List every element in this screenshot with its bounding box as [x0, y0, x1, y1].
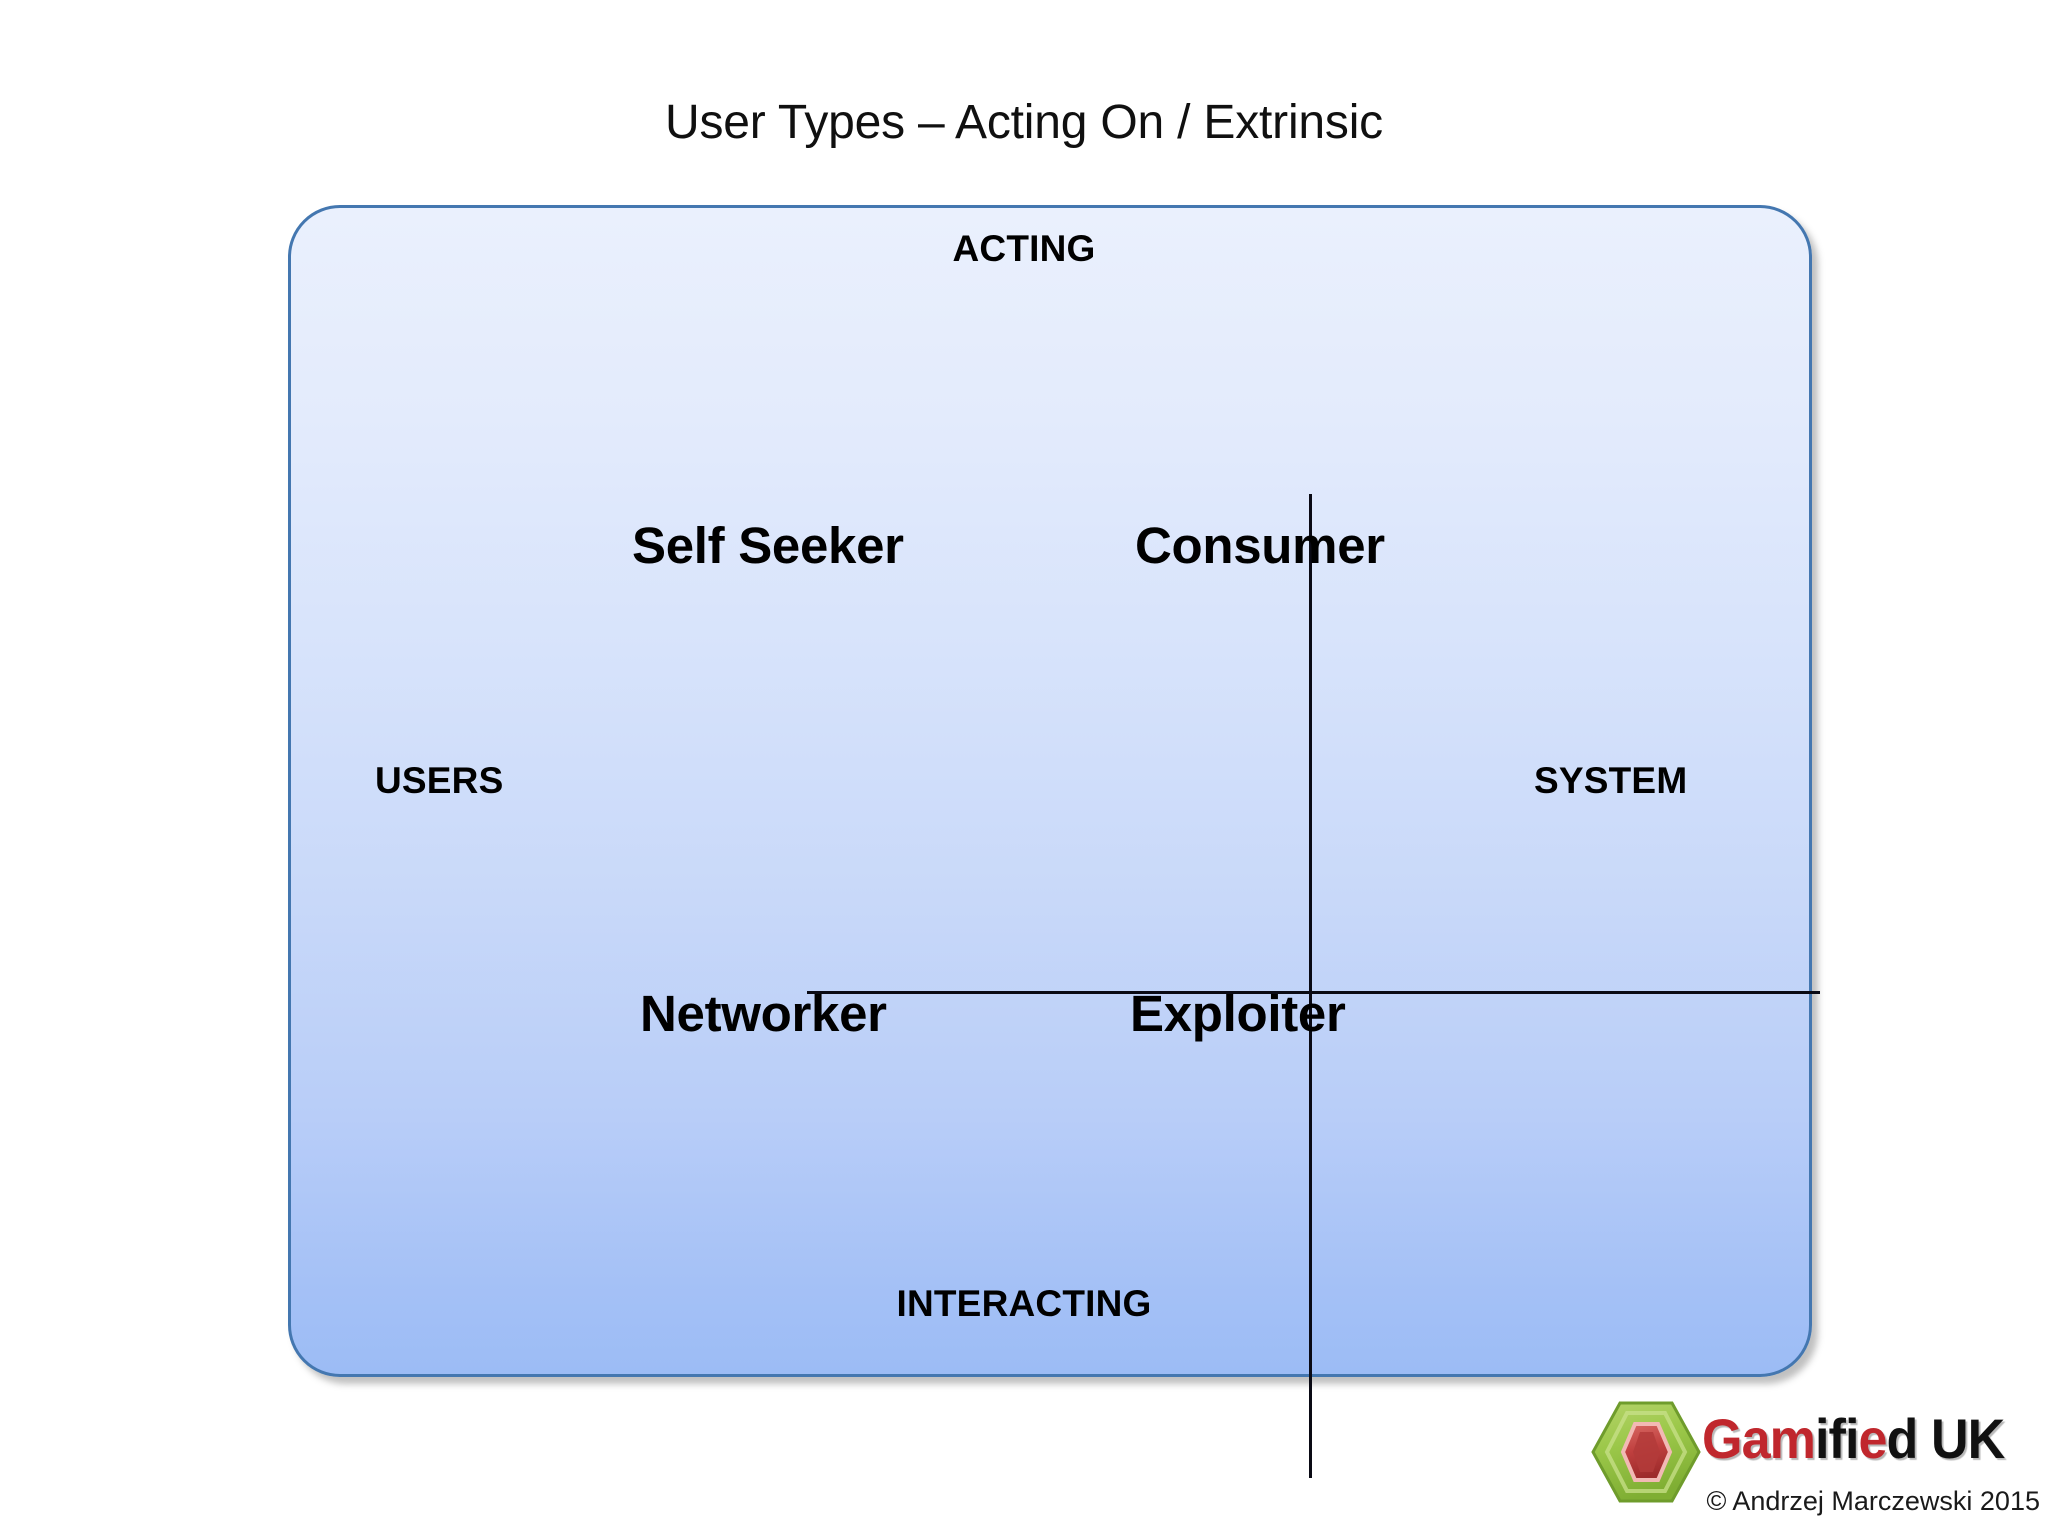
axis-label-interacting: INTERACTING	[896, 1283, 1152, 1324]
logo-wordmark: Gamified UK	[1702, 1407, 2006, 1470]
page-title: User Types – Acting On / Extrinsic	[665, 96, 1383, 149]
logo-wordmark-part-4: d UK	[1886, 1407, 2006, 1470]
logo-wordmark-part-3: e	[1858, 1407, 1887, 1470]
axis-label-users: USERS	[375, 760, 504, 801]
footer-branding: Gamified UK © Andrzej Marczewski 2015	[1590, 1400, 2040, 1530]
logo-wordmark-part-1: Gam	[1702, 1407, 1816, 1470]
hexagon-gem-icon	[1590, 1400, 1702, 1504]
quadrant-label-consumer: Consumer	[1135, 517, 1385, 574]
vertical-axis-line	[1309, 494, 1312, 1478]
quadrant-matrix-panel	[288, 205, 1820, 1478]
quadrant-label-self-seeker: Self Seeker	[632, 517, 904, 574]
axis-label-acting: ACTING	[952, 228, 1096, 269]
horizontal-axis-line	[807, 991, 1820, 994]
quadrant-label-exploiter: Exploiter	[1130, 985, 1346, 1042]
axis-label-system: SYSTEM	[1534, 760, 1688, 801]
quadrant-label-networker: Networker	[640, 985, 887, 1042]
logo-wordmark-part-2: ifi	[1814, 1407, 1859, 1470]
copyright-notice: © Andrzej Marczewski 2015	[1706, 1486, 2040, 1516]
